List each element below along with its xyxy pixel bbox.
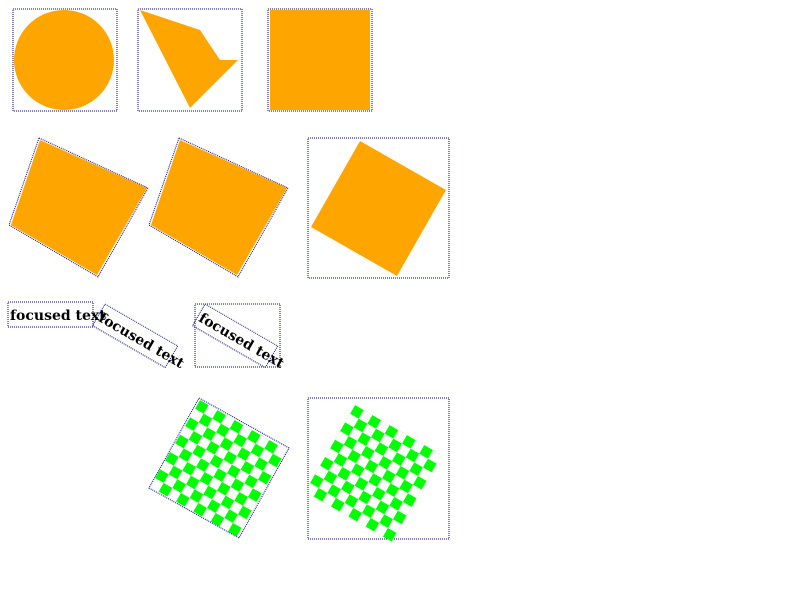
focus-ring: [148, 137, 289, 278]
orange-rotated-square: [11, 140, 147, 275]
orange-polygon: [140, 10, 238, 108]
orange-square: [270, 10, 370, 110]
focus-ring: [12, 8, 118, 112]
green-checkerboard: [305, 405, 442, 542]
orange-circle: [14, 10, 114, 110]
focused-text-label: focused text: [196, 310, 287, 372]
focus-ring: [194, 303, 281, 368]
focus-ring: [7, 301, 94, 328]
focused-text-label: focused text: [96, 310, 187, 372]
rotated-checkerboard-item[interactable]: [148, 397, 290, 539]
rotated-checkerboard-box-item[interactable]: [305, 397, 450, 542]
rotated-square-item[interactable]: [148, 137, 289, 278]
circle-item[interactable]: [12, 8, 118, 112]
focus-ring: [267, 8, 373, 112]
focus-ring: [8, 137, 149, 278]
rotated-text-item[interactable]: focused text: [91, 303, 191, 375]
polygon-item[interactable]: [137, 8, 243, 112]
focus-ring: [148, 397, 290, 539]
focus-ring: [307, 137, 450, 279]
orange-rotated-square: [151, 140, 287, 275]
orange-rotated-square: [311, 141, 446, 276]
focused-text-label: focused text: [10, 308, 106, 324]
square-item[interactable]: [267, 8, 373, 112]
focus-ring: [137, 8, 243, 112]
focus-ring: [307, 397, 450, 540]
text-item[interactable]: focused text: [7, 301, 106, 328]
rotated-text-box-item[interactable]: focused text: [191, 303, 291, 375]
green-checkerboard: [150, 400, 287, 537]
rotated-square-box-item[interactable]: [307, 137, 450, 279]
rotated-square-item[interactable]: [8, 137, 149, 278]
